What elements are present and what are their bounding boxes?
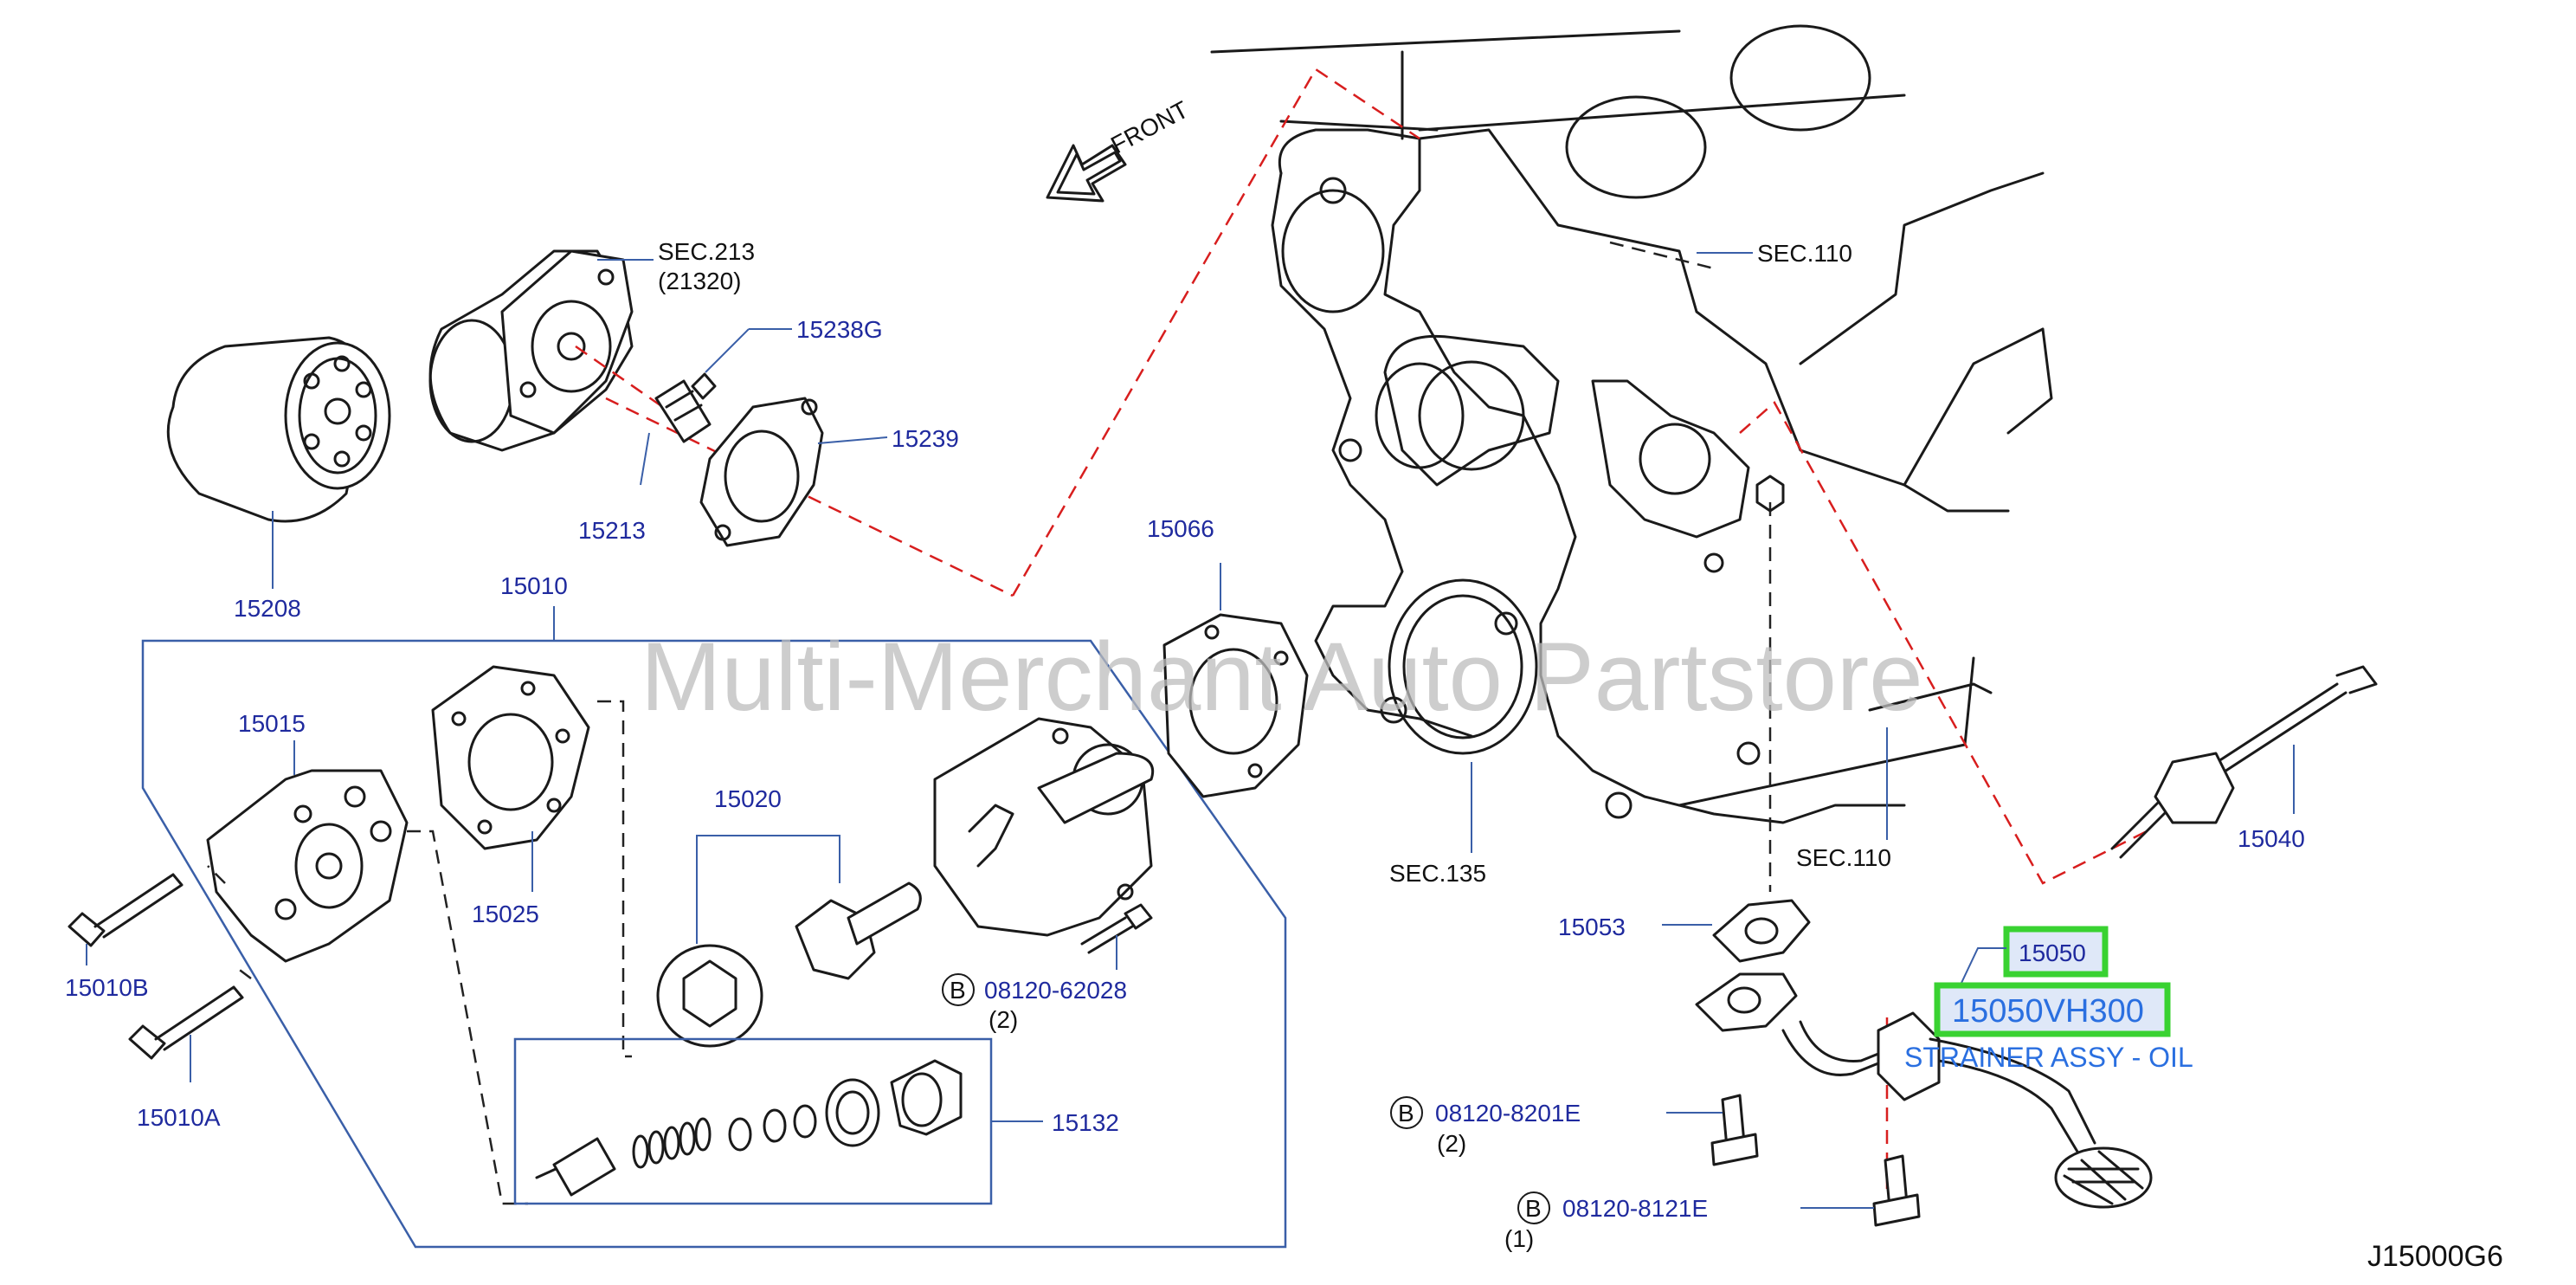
gasket-15053 [1712, 899, 1811, 963]
part-15010A-label: 15010A [137, 1104, 221, 1131]
connector-15213 [654, 379, 712, 443]
part-number-highlight-box [1934, 982, 2171, 1037]
part-15239-label: 15239 [892, 425, 959, 452]
sensor-15040 [2110, 665, 2378, 859]
pump-cover-15015 [206, 769, 409, 963]
part-15132-label: 15132 [1052, 1109, 1119, 1136]
bolt-marker-b3 [1517, 1191, 1550, 1224]
bolt-marker-b2-text: B [1398, 1100, 1414, 1127]
part-15053-label: 15053 [1558, 914, 1626, 940]
front-arrow-icon [1046, 144, 1127, 203]
bolt-08120-8121E-qty: (1) [1504, 1225, 1534, 1252]
highlight-part-number[interactable]: 15050VH300 [1952, 993, 2144, 1030]
diagram-code: J15000G6 [2367, 1240, 2503, 1273]
bolt-08120-62028-label: 08120-62028 [984, 977, 1127, 1004]
kit-15010-outline [141, 639, 1287, 1249]
watermark-text: Multi-Merchant Auto Partstore [641, 623, 1922, 731]
engine-block-drawing [1210, 24, 2053, 824]
bolt-marker-b3-text: B [1525, 1195, 1542, 1222]
bolt-marker-b1-text: B [950, 977, 966, 1004]
highlight-description: STRAINER ASSY - OIL [1904, 1042, 2193, 1073]
relief-valve-parts [535, 1059, 963, 1197]
sec-110-bottom-label: SEC.110 [1796, 844, 1891, 871]
part-15015-label: 15015 [238, 710, 306, 737]
sec-110-top-label: SEC.110 [1757, 240, 1852, 267]
bolt-08120-8121E-label: 08120-8121E [1562, 1195, 1708, 1222]
part-15213-label: 15213 [578, 517, 646, 544]
oil-filter-15208 [166, 336, 391, 523]
outer-gear-15020 [656, 944, 763, 1048]
part-15010B-label: 15010B [65, 974, 149, 1001]
bolt-15010B [68, 873, 184, 947]
gasket-15066 [1162, 613, 1309, 798]
bolt-08120-8201E [1710, 1094, 1759, 1166]
bolt-marker-b1 [942, 973, 975, 1006]
sec-213-label: SEC.213 [658, 238, 755, 265]
bolt-15010A [128, 985, 244, 1060]
part-15238G-label: 15238G [796, 316, 883, 343]
front-label: FRONT [1106, 96, 1193, 159]
bolt-08120-8201E-qty: (2) [1437, 1130, 1466, 1157]
part-15208-label: 15208 [234, 595, 301, 622]
strainer-15050 [1695, 972, 2153, 1209]
part-15025-label: 15025 [472, 901, 539, 927]
gasket-15239 [699, 397, 824, 547]
pump-body-drawing [933, 717, 1154, 937]
inner-gear-15020 [795, 881, 922, 980]
part-15020-label: 15020 [714, 785, 782, 812]
part-15010-label: 15010 [500, 572, 568, 599]
part-15050-label[interactable]: 15050 [2019, 940, 2086, 966]
part-15040-label: 15040 [2238, 825, 2305, 852]
sec-135-label: SEC.135 [1389, 860, 1486, 887]
part-15066-label: 15066 [1147, 515, 1214, 542]
bolt-08120-8201E-label: 08120-8201E [1435, 1100, 1581, 1127]
bolt-08120-8121E [1872, 1154, 1921, 1227]
sec-213-sub-label: (21320) [658, 268, 742, 294]
oil-filter-bracket-drawing [428, 249, 634, 452]
part-15050-highlight-box [2003, 926, 2109, 978]
gasket-15025 [431, 665, 590, 850]
bolt-08120-62028-qty: (2) [989, 1006, 1018, 1033]
bolt-08120-62028 [1080, 903, 1153, 954]
plug-15238G [691, 372, 717, 400]
bolt-marker-b2 [1390, 1096, 1423, 1129]
